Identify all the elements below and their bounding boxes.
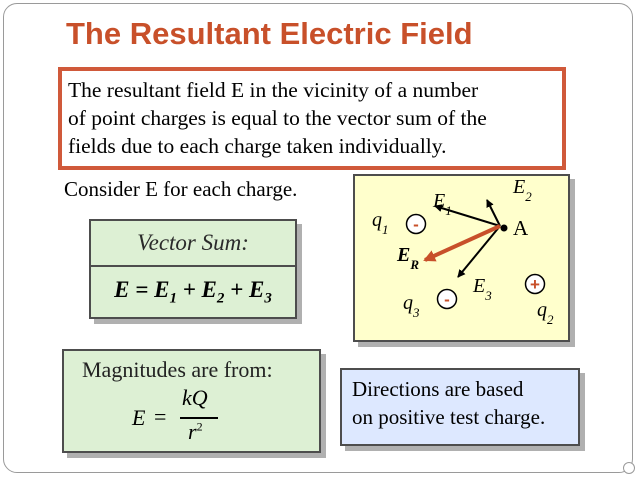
formula-exponent: 2 bbox=[196, 419, 203, 434]
q3-label: q3 bbox=[403, 292, 420, 320]
q1-charge bbox=[405, 213, 427, 235]
directions-line-1: Directions are based bbox=[352, 377, 524, 401]
vector-sum-divider bbox=[91, 265, 295, 267]
eq-sub-2: 2 bbox=[216, 290, 225, 307]
q1-label: q1 bbox=[372, 209, 389, 237]
vector-sum-box: Vector Sum: E = E1 + E2 + E3 bbox=[89, 219, 297, 319]
q3-label-sub: 3 bbox=[412, 305, 420, 320]
e3-vector-arrow bbox=[457, 225, 501, 278]
magnitudes-heading: Magnitudes are from: bbox=[82, 357, 273, 382]
formula-denominator-base: r bbox=[188, 419, 197, 444]
q2-sign: + bbox=[530, 275, 540, 294]
e1-label-base: E bbox=[432, 190, 445, 212]
eq-sub-1: 1 bbox=[169, 290, 177, 307]
frame-corner-dot bbox=[623, 462, 635, 474]
directions-box: Directions are based on positive test ch… bbox=[340, 368, 580, 446]
er-label-base: E bbox=[396, 244, 410, 266]
q2-label: q2 bbox=[537, 299, 554, 327]
eq-term-1: E bbox=[154, 277, 170, 302]
q3-charge bbox=[436, 288, 458, 310]
point-a-label: A bbox=[513, 216, 529, 240]
eq-lhs: E = bbox=[114, 277, 149, 302]
definition-line-1: The resultant field E in the vicinity of… bbox=[68, 78, 479, 102]
e3-label-base: E bbox=[472, 275, 485, 297]
definition-line-3: fields due to each charge taken individu… bbox=[68, 134, 447, 158]
e2-label-base: E bbox=[512, 176, 525, 198]
formula-equals: = bbox=[154, 404, 167, 429]
eq-plus-2: + bbox=[230, 277, 244, 302]
q3-label-base: q bbox=[403, 292, 413, 314]
er-label-sub: R bbox=[409, 257, 419, 272]
resultant-vector-arrow bbox=[423, 224, 501, 262]
e3-label: E3 bbox=[472, 275, 492, 303]
vector-sum-equation: E = E1 + E2 + E3 bbox=[91, 277, 295, 308]
point-a-dot bbox=[500, 224, 508, 232]
vector-sum-label: Vector Sum: bbox=[137, 230, 249, 255]
q1-label-base: q bbox=[372, 209, 382, 231]
er-label: ER bbox=[396, 244, 419, 272]
q2-label-sub: 2 bbox=[547, 312, 554, 327]
definition-box: The resultant field E in the vicinity of… bbox=[58, 67, 566, 170]
e1-vector-arrow bbox=[434, 204, 501, 227]
e2-label: E2 bbox=[512, 176, 532, 204]
q3-sign: - bbox=[444, 290, 450, 309]
eq-term-3: E bbox=[249, 277, 265, 302]
formula-numerator: kQ bbox=[182, 385, 208, 410]
e1-label: E1 bbox=[432, 190, 452, 218]
consider-text: Consider E for each charge. bbox=[64, 177, 298, 201]
directions-line-2: on positive test charge. bbox=[352, 405, 546, 429]
formula-denominator: r2 bbox=[188, 419, 203, 445]
formula-fraction-bar bbox=[180, 417, 218, 419]
field-diagram: A E1 E2 E3 ER q1 - + q2 q3 - bbox=[353, 174, 570, 342]
eq-term-2: E bbox=[201, 277, 217, 302]
magnitudes-box: Magnitudes are from: E = kQ r2 bbox=[62, 349, 321, 453]
formula-lhs: E bbox=[132, 405, 146, 430]
eq-plus-1: + bbox=[182, 277, 196, 302]
slide-title: The Resultant Electric Field bbox=[66, 16, 473, 51]
e1-label-sub: 1 bbox=[445, 203, 452, 218]
q1-sign: - bbox=[413, 215, 419, 234]
e2-label-sub: 2 bbox=[525, 189, 532, 204]
definition-line-2: of point charges is equal to the vector … bbox=[68, 106, 487, 130]
field-diagram-svg: A E1 E2 E3 ER q1 - + q2 q3 - bbox=[372, 176, 554, 327]
q2-label-base: q bbox=[537, 299, 547, 321]
coulomb-formula: E = kQ r2 bbox=[132, 383, 292, 451]
e3-label-sub: 3 bbox=[484, 288, 492, 303]
eq-sub-3: 3 bbox=[264, 290, 272, 307]
q1-label-sub: 1 bbox=[382, 222, 389, 237]
q2-charge bbox=[524, 273, 546, 295]
e2-vector-arrow bbox=[486, 199, 501, 227]
